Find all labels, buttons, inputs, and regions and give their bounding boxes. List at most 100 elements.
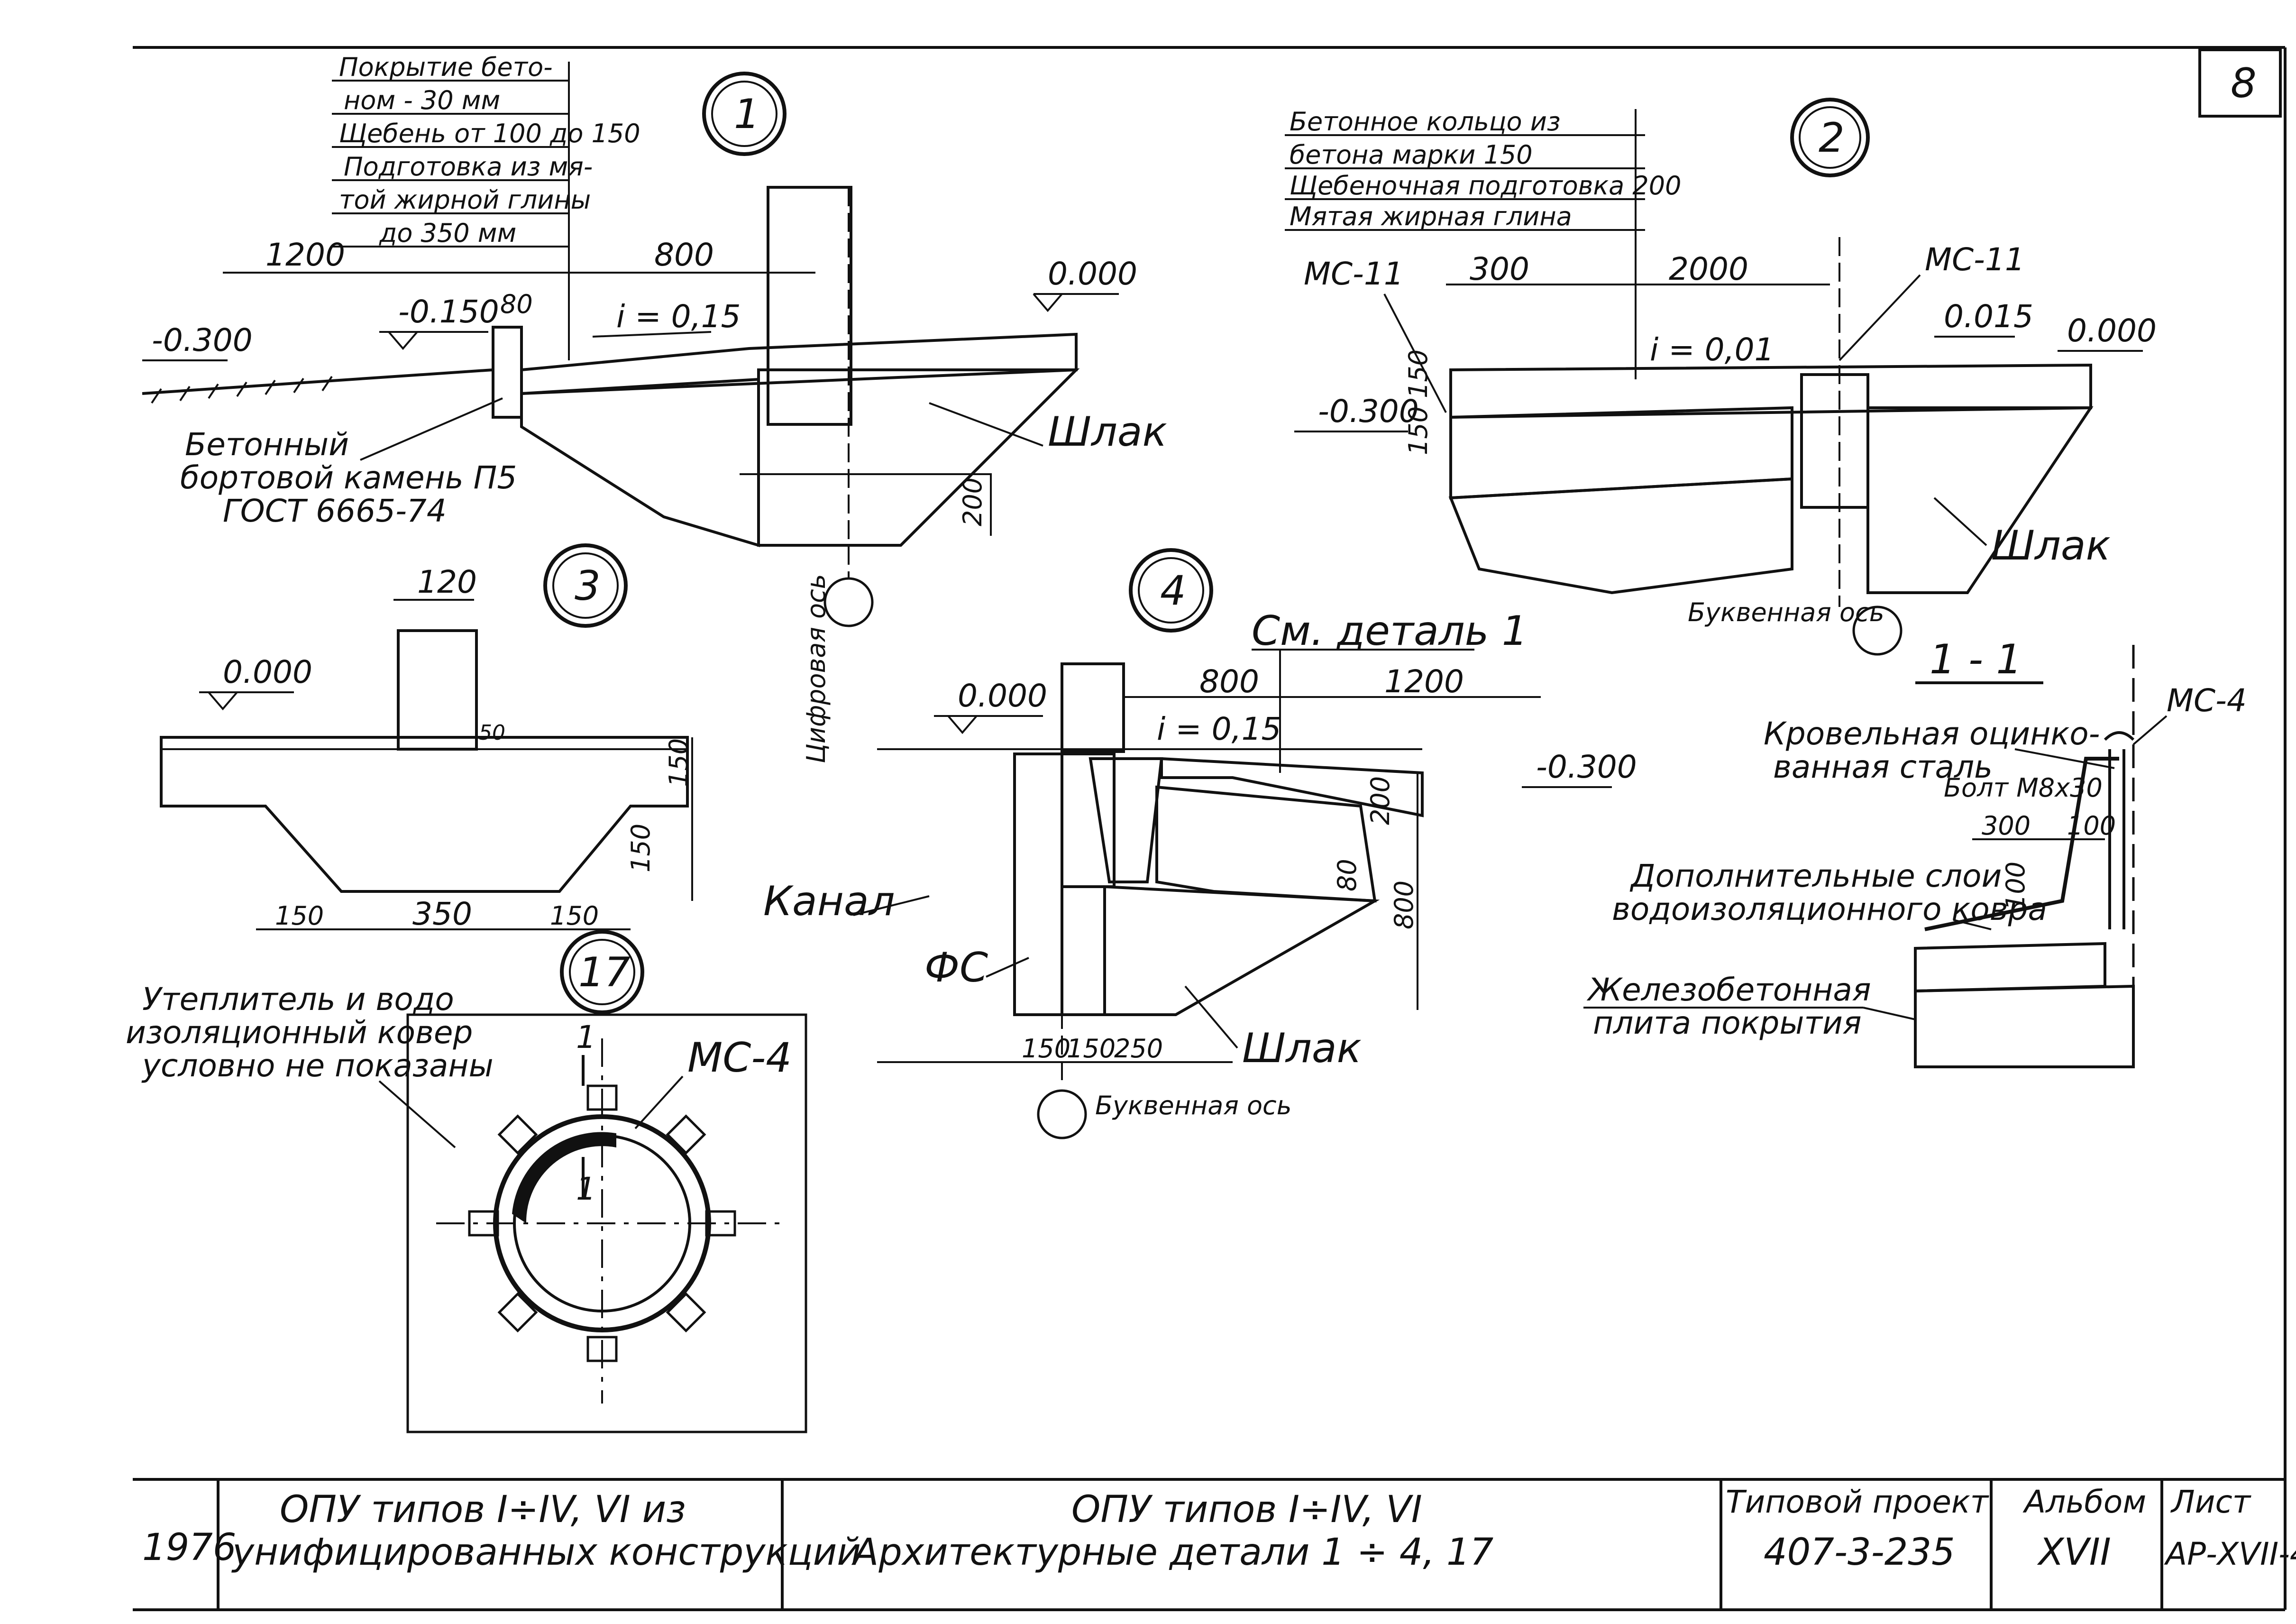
sheet-frame: 8 xyxy=(133,46,2287,1611)
detail-2-wall xyxy=(1800,373,1869,509)
detail-1-mark: 1 xyxy=(734,91,760,138)
detail-17-cut-top: 1 xyxy=(576,1019,596,1055)
svg-text:100: 100 xyxy=(2001,862,2031,910)
title-block: 1976 ОПУ типов I÷IV, VI из унифицированн… xyxy=(133,1478,2296,1610)
svg-text:Покрытие бето-: Покрытие бето- xyxy=(339,52,553,82)
detail-1-curb-label-2: бортовой камень П5 xyxy=(180,459,517,496)
detail-4-marker xyxy=(1129,548,1213,633)
svg-text:1200: 1200 xyxy=(1384,663,1464,700)
detail-4-slag xyxy=(1103,885,1380,1016)
svg-text:той жирной глины: той жирной глины xyxy=(339,185,591,215)
detail-2-slope: i = 0,01 xyxy=(1650,331,1775,368)
svg-text:150: 150 xyxy=(550,901,599,931)
svg-text:до 350 мм: до 350 мм xyxy=(379,218,516,248)
detail-1-wall xyxy=(767,186,852,426)
detail-1-axis-bubble xyxy=(823,577,874,627)
detail-3-marker xyxy=(543,543,628,628)
detail-1-gravel xyxy=(520,377,760,548)
section-1-1-slab xyxy=(1914,984,2135,1068)
svg-text:800: 800 xyxy=(654,237,714,273)
detail-2-level-left: -0.300 xyxy=(1318,393,1419,430)
detail-4-level-left: 0.000 xyxy=(958,678,1047,714)
detail-3: 3 120 0.000 150 150 150 350 150 50 xyxy=(160,543,694,932)
section-1-1-title: 1 - 1 xyxy=(1930,636,2022,683)
title-left-line1: ОПУ типов I÷IV, VI из xyxy=(280,1488,686,1531)
detail-17-pipe-fill xyxy=(512,1132,616,1223)
sheet-label: Лист xyxy=(2170,1484,2252,1520)
title-left-line2: унифицированных конструкций xyxy=(231,1531,861,1574)
title-year: 1976 xyxy=(142,1526,237,1569)
detail-2-ring xyxy=(1449,406,1793,500)
detail-1-slope: i = 0,15 xyxy=(616,298,741,335)
section-1-1-bolt: Болт М8х30 xyxy=(1944,773,2103,803)
svg-text:ном - 30 мм: ном - 30 мм xyxy=(344,85,500,115)
svg-text:Мятая жирная глина: Мятая жирная глина xyxy=(1290,202,1572,231)
detail-17-mark: 17 xyxy=(578,949,630,996)
detail-4-trench-wall xyxy=(1089,757,1163,883)
detail-4: 4 См. деталь 1 800 1200 0.000 -0.300 i =… xyxy=(763,548,1637,1139)
detail-1-curb-label-1: Бетонный xyxy=(185,426,349,463)
svg-text:350: 350 xyxy=(412,896,472,932)
svg-text:800: 800 xyxy=(1389,881,1419,929)
detail-17-note-2: изоляционный ковер xyxy=(126,1014,473,1051)
section-1-1-roof-2: ванная сталь xyxy=(1773,749,1993,785)
detail-2-level-mid: 0.015 xyxy=(1944,298,2033,335)
detail-1-curb xyxy=(492,326,523,419)
svg-text:150: 150 xyxy=(664,738,694,787)
detail-4-see-detail: См. деталь 1 xyxy=(1252,607,1528,655)
detail-17-marker xyxy=(560,930,644,1014)
detail-4-pavement xyxy=(1160,757,1424,817)
svg-text:150: 150 xyxy=(1022,1034,1070,1064)
svg-text:200: 200 xyxy=(958,477,988,526)
detail-2-level-right: 0.000 xyxy=(2067,312,2157,349)
svg-text:120: 120 xyxy=(417,564,477,600)
title-center-line2: Архитектурные детали 1 ÷ 4, 17 xyxy=(851,1531,1493,1574)
detail-4-level-right: -0.300 xyxy=(1536,749,1637,785)
detail-17-cut-bottom: 1 xyxy=(576,1171,596,1207)
detail-4-axis-bubble xyxy=(1037,1089,1087,1139)
detail-1-slag-label: Шлак xyxy=(1048,408,1167,456)
svg-text:Щебень от 100 до 150: Щебень от 100 до 150 xyxy=(339,119,640,148)
detail-3-level: 0.000 xyxy=(223,654,312,690)
album-label: Альбом xyxy=(2022,1484,2146,1520)
detail-17-bolts xyxy=(468,1084,736,1362)
detail-2-axis-bubble xyxy=(1852,606,1903,656)
svg-text:Подготовка из мя-: Подготовка из мя- xyxy=(344,152,593,182)
detail-4-canal-wall-left xyxy=(1013,752,1063,1016)
detail-1-ground-left xyxy=(142,368,494,395)
svg-text:2000: 2000 xyxy=(1669,251,1748,287)
svg-text:300: 300 xyxy=(1982,811,2031,841)
detail-17: 17 Утеплитель и водо изоляционный ковер … xyxy=(126,930,807,1433)
detail-1-level-mid: -0.150 xyxy=(398,294,499,330)
svg-text:250: 250 xyxy=(1114,1034,1163,1064)
detail-2-gravel xyxy=(1448,477,1793,595)
svg-text:150: 150 xyxy=(1403,349,1433,398)
svg-text:бетона марки 150: бетона марки 150 xyxy=(1290,140,1533,170)
detail-17-mc: МС-4 xyxy=(687,1034,792,1082)
detail-17-pipe-outer xyxy=(493,1114,711,1332)
detail-1-slag xyxy=(757,368,1080,547)
sheet-number-box xyxy=(2198,48,2282,118)
detail-3-slab xyxy=(160,736,689,893)
section-1-1-layers-2: водоизоляционного ковра xyxy=(1612,891,2047,927)
section-1-1-mc: МС-4 xyxy=(2167,682,2247,719)
svg-text:150: 150 xyxy=(1403,406,1433,455)
detail-2-mc-right: МС-11 xyxy=(1925,241,2025,278)
detail-2-axis-label: Буквенная ось xyxy=(1688,597,1884,627)
detail-2-mc-left: МС-11 xyxy=(1304,256,1404,292)
project-number: 407-3-235 xyxy=(1764,1531,1955,1574)
detail-4-canal-label: Канал xyxy=(763,878,895,925)
detail-2-slag-label: Шлак xyxy=(1991,522,2111,569)
section-1-1-slab-1: Железобетонная xyxy=(1586,972,1871,1008)
sheet-number: 8 xyxy=(2231,60,2257,107)
section-1-1-flashing xyxy=(1924,757,2119,931)
detail-3-wall xyxy=(397,629,478,751)
svg-text:150: 150 xyxy=(1067,1034,1116,1064)
svg-text:800: 800 xyxy=(1199,663,1259,700)
svg-text:200: 200 xyxy=(1365,776,1395,825)
detail-4-slag-label: Шлак xyxy=(1242,1025,1362,1072)
detail-2-legend: Бетонное кольцо из бетона марки 150 Щебе… xyxy=(1285,107,1681,379)
svg-text:300: 300 xyxy=(1470,251,1529,287)
project-label: Типовой проект xyxy=(1726,1484,1990,1520)
